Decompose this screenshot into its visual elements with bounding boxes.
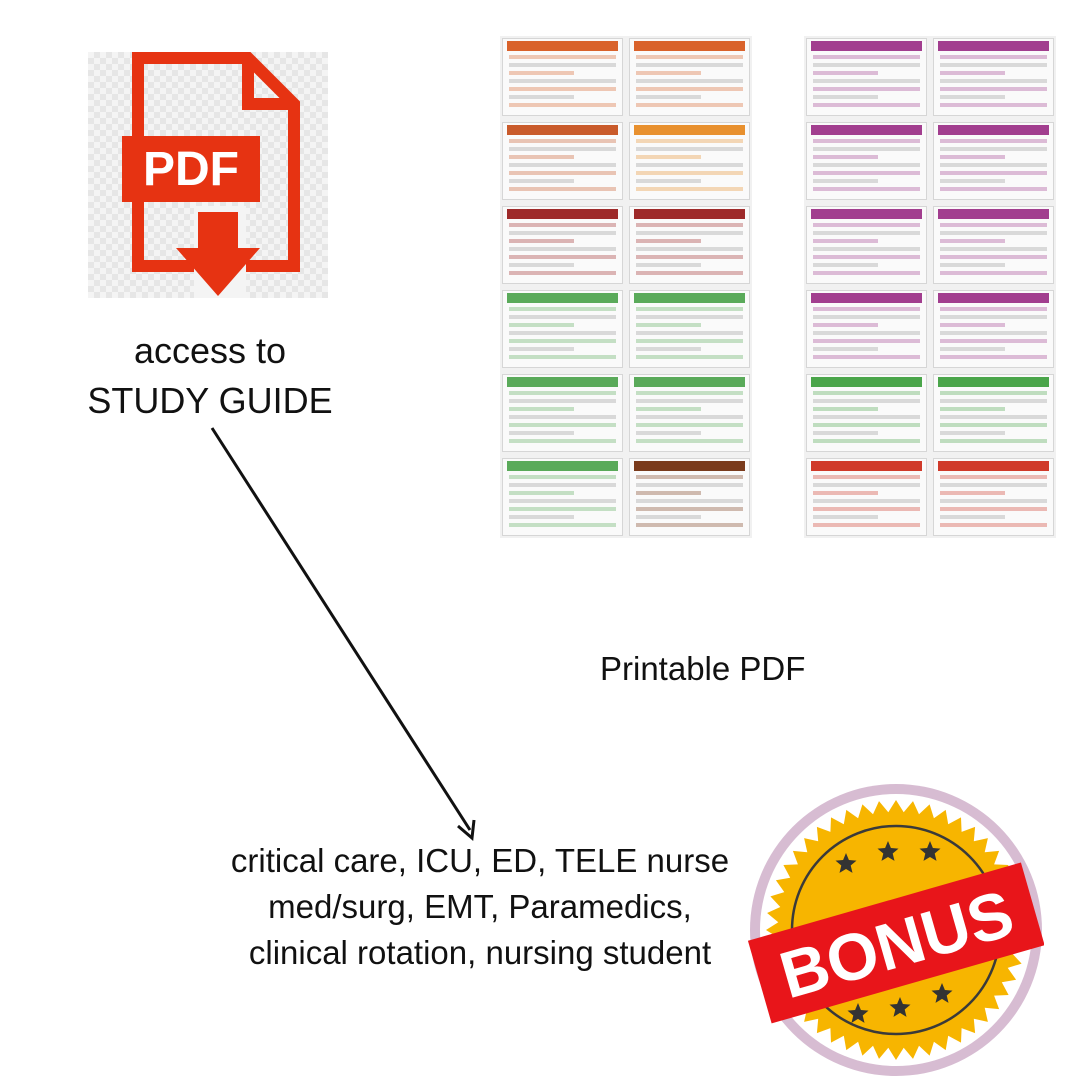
pdf-label: PDF bbox=[143, 143, 239, 196]
access-caption-line2: STUDY GUIDE bbox=[87, 380, 333, 421]
page-thumbnail bbox=[806, 206, 927, 284]
audience-line3: clinical rotation, nursing student bbox=[248, 934, 712, 971]
page-thumbnail bbox=[806, 374, 927, 452]
audience-line1: critical care, ICU, ED, TELE nurse bbox=[230, 842, 730, 879]
page-thumbnail bbox=[629, 38, 750, 116]
page-thumbnail bbox=[502, 122, 623, 200]
page-thumbnail bbox=[933, 206, 1054, 284]
page-thumbnail bbox=[933, 374, 1054, 452]
page-thumbnail bbox=[629, 458, 750, 536]
page-thumbnail bbox=[502, 206, 623, 284]
page-thumbnail bbox=[629, 122, 750, 200]
page-thumbnail bbox=[629, 374, 750, 452]
page-thumbnail bbox=[806, 122, 927, 200]
star-icon bbox=[835, 841, 953, 1023]
page-thumbnail bbox=[933, 38, 1054, 116]
audience-line2: med/surg, EMT, Paramedics, bbox=[268, 888, 692, 925]
page-thumbnail bbox=[933, 290, 1054, 368]
page-thumbnail bbox=[629, 290, 750, 368]
access-caption: access to STUDY GUIDE bbox=[60, 326, 360, 426]
study-guide-preview-right bbox=[804, 36, 1056, 538]
page-thumbnail bbox=[933, 458, 1054, 536]
page-thumbnail bbox=[502, 38, 623, 116]
study-guide-preview-left bbox=[500, 36, 752, 538]
page-thumbnail bbox=[806, 290, 927, 368]
bonus-badge: BONUS bbox=[747, 782, 1045, 1078]
audience-text: critical care, ICU, ED, TELE nurse med/s… bbox=[200, 838, 760, 976]
page-thumbnail bbox=[502, 290, 623, 368]
page-thumbnail bbox=[933, 122, 1054, 200]
printable-pdf-label: Printable PDF bbox=[600, 650, 806, 687]
page-thumbnail bbox=[806, 458, 927, 536]
page-thumbnail bbox=[629, 206, 750, 284]
page-thumbnail bbox=[502, 458, 623, 536]
access-caption-line1: access to bbox=[133, 330, 287, 371]
page-thumbnail bbox=[502, 374, 623, 452]
page-thumbnail bbox=[806, 38, 927, 116]
pdf-download-icon: PDF bbox=[88, 52, 328, 298]
